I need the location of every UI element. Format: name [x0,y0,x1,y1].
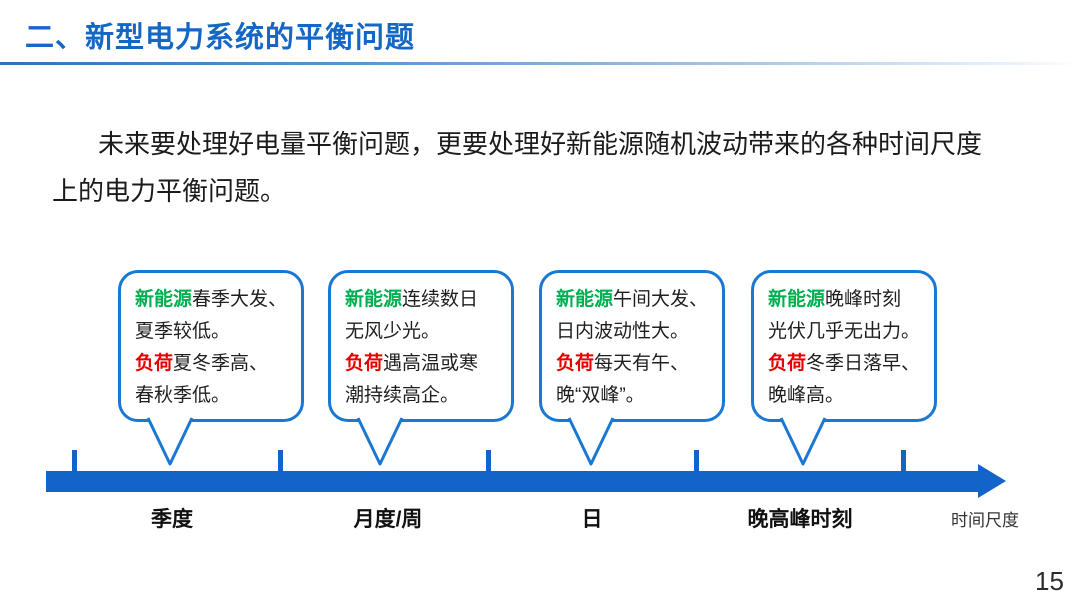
timeline-tick [278,450,283,472]
callout-day: 新能源午间大发、 日内波动性大。 负荷每天有午、 晚“双峰”。 [539,270,725,422]
callout-line: 春秋季低。 [135,385,231,406]
source-term: 新能源 [135,289,193,310]
source-text: 春季大发、 [192,289,288,310]
callout-line: 晚“双峰”。 [556,385,645,406]
source-text: 午间大发、 [613,289,709,310]
callout-tail-icon [779,417,827,466]
timeline-label-day: 日 [581,508,603,531]
load-text: 冬季日落早、 [806,353,921,374]
source-term: 新能源 [345,289,403,310]
callout-quarter: 新能源春季大发、 夏季较低。 负荷夏冬季高、 春秋季低。 [118,270,304,422]
load-text: 遇高温或寒 [383,353,479,374]
header-underline [0,62,1080,65]
callout-line: 负荷冬季日落早、 [768,348,934,380]
callout-line: 新能源晚峰时刻 [768,284,934,316]
callout-line: 无风少光。 [345,321,441,342]
intro-line-1: 未来要处理好电量平衡问题，更要处理好新能源随机波动带来的各种时间尺度 [98,129,983,159]
timeline-tick [72,450,77,472]
load-text: 每天有午、 [594,353,690,374]
callout-tail-icon [146,417,194,466]
timeline-tick [694,450,699,472]
timeline-tick [901,450,906,472]
timeline-arrowhead-icon [978,464,1006,498]
load-term: 负荷 [345,353,384,374]
callout-line: 负荷夏冬季高、 [135,348,301,380]
callout-line: 负荷遇高温或寒 [345,348,511,380]
load-term: 负荷 [768,353,807,374]
source-text: 连续数日 [402,289,479,310]
callout-line: 新能源午间大发、 [556,284,722,316]
callout-line: 日内波动性大。 [556,321,690,342]
source-term: 新能源 [768,289,826,310]
load-term: 负荷 [556,353,595,374]
timeline-label-quarter: 季度 [151,508,193,531]
page-number: 15 [1035,566,1064,596]
callout-line: 负荷每天有午、 [556,348,722,380]
load-term: 负荷 [135,353,174,374]
callout-line: 新能源春季大发、 [135,284,301,316]
timeline-arrow-bar [46,471,980,492]
callout-line: 光伏几乎无出力。 [768,321,921,342]
page-title: 二、新型电力系统的平衡问题 [25,22,416,54]
timeline-axis-label: 时间尺度 [951,511,1019,530]
intro-line-2: 上的电力平衡问题。 [52,176,287,206]
timeline-label-month-week: 月度/周 [353,508,423,531]
callout-line: 潮持续高企。 [345,385,460,406]
timeline-tick [486,450,491,472]
callout-month-week: 新能源连续数日 无风少光。 负荷遇高温或寒 潮持续高企。 [328,270,514,422]
source-term: 新能源 [556,289,614,310]
callout-tail-icon [356,417,404,466]
callout-evening-peak: 新能源晚峰时刻 光伏几乎无出力。 负荷冬季日落早、 晚峰高。 [751,270,937,422]
source-text: 晚峰时刻 [825,289,902,310]
callout-line: 夏季较低。 [135,321,231,342]
load-text: 夏冬季高、 [173,353,269,374]
callout-line: 晚峰高。 [768,385,845,406]
timeline-label-evening-peak: 晚高峰时刻 [747,508,853,531]
callout-line: 新能源连续数日 [345,284,511,316]
callout-tail-icon [567,417,615,466]
